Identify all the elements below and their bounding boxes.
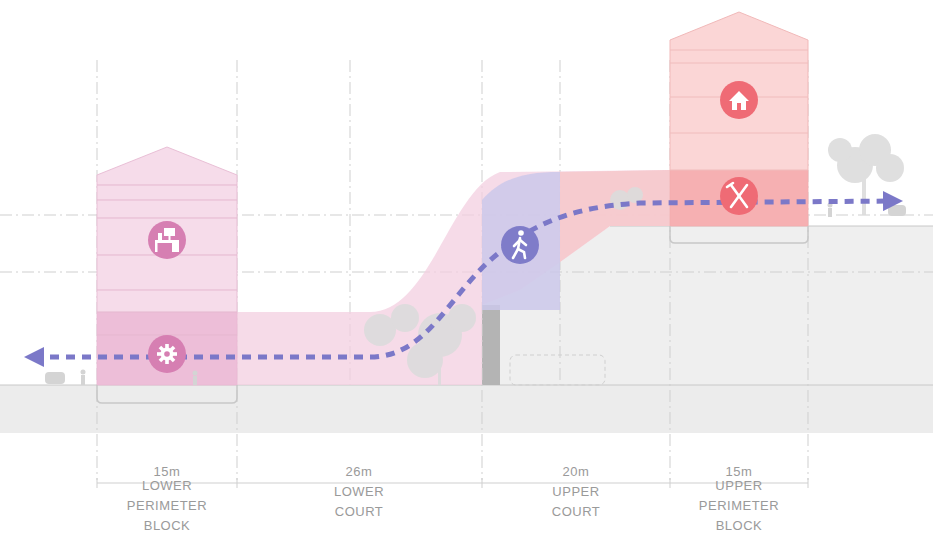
dimension-value: 26m xyxy=(343,462,376,482)
gear-icon xyxy=(148,335,186,373)
lower-ground xyxy=(0,385,933,433)
home-icon xyxy=(720,81,758,119)
retaining-wall xyxy=(482,305,500,385)
movement-path xyxy=(34,201,893,357)
upper-perimeter-block xyxy=(670,12,808,243)
dimension-line xyxy=(97,478,808,488)
zone-name: UPPER PERIMETER BLOCK xyxy=(699,476,779,536)
zone-name: LOWER PERIMETER BLOCK xyxy=(127,476,207,536)
zone-name: UPPER COURT xyxy=(552,482,600,522)
parking-outline xyxy=(510,355,605,385)
zone-name: LOWER COURT xyxy=(334,482,384,522)
lower-court-band xyxy=(237,170,670,385)
desk-icon xyxy=(148,221,186,259)
people-and-cars xyxy=(45,203,906,386)
dimension-value: 20m xyxy=(560,462,593,482)
lower-perimeter-block xyxy=(97,147,237,403)
walking-icon xyxy=(501,226,539,264)
trees xyxy=(364,134,904,385)
restaurant-icon xyxy=(720,177,758,215)
upper-court-band-red xyxy=(560,170,670,262)
upper-court-band xyxy=(482,172,560,310)
